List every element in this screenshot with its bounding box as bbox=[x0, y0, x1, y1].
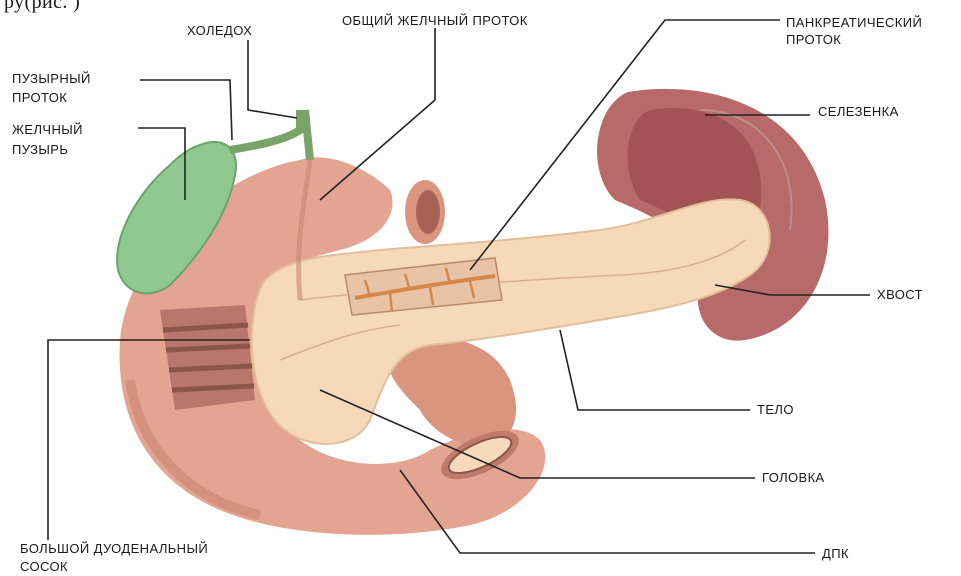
label-choledoch: ХОЛЕДОХ bbox=[187, 22, 252, 39]
label-common-bile-duct: ОБЩИЙ ЖЕЛЧНЫЙ ПРОТОК bbox=[342, 12, 528, 29]
label-duodenum: ДПК bbox=[822, 545, 849, 562]
label-tail: ХВОСТ bbox=[877, 286, 923, 303]
label-body: ТЕЛО bbox=[757, 401, 794, 418]
label-gallbladder-line1: ЖЕЛЧНЫЙ bbox=[12, 121, 83, 138]
label-papilla-line2: СОСОК bbox=[20, 558, 68, 575]
label-cystic-duct-line2: ПРОТОК bbox=[12, 89, 67, 106]
label-spleen: СЕЛЕЗЕНКА bbox=[818, 103, 899, 120]
label-head: ГОЛОВКА bbox=[762, 469, 825, 486]
top-fragment-text: ру(рис. ) bbox=[4, 0, 80, 11]
label-pancreatic-duct-line1: ПАНКРЕАТИЧЕСКИЙ bbox=[786, 14, 922, 31]
label-gallbladder-line2: ПУЗЫРЬ bbox=[12, 141, 68, 158]
label-papilla-line1: БОЛЬШОЙ ДУОДЕНАЛЬНЫЙ bbox=[20, 540, 208, 557]
label-cystic-duct-line1: ПУЗЫРНЫЙ bbox=[12, 70, 91, 87]
label-pancreatic-duct-line2: ПРОТОК bbox=[786, 31, 841, 48]
